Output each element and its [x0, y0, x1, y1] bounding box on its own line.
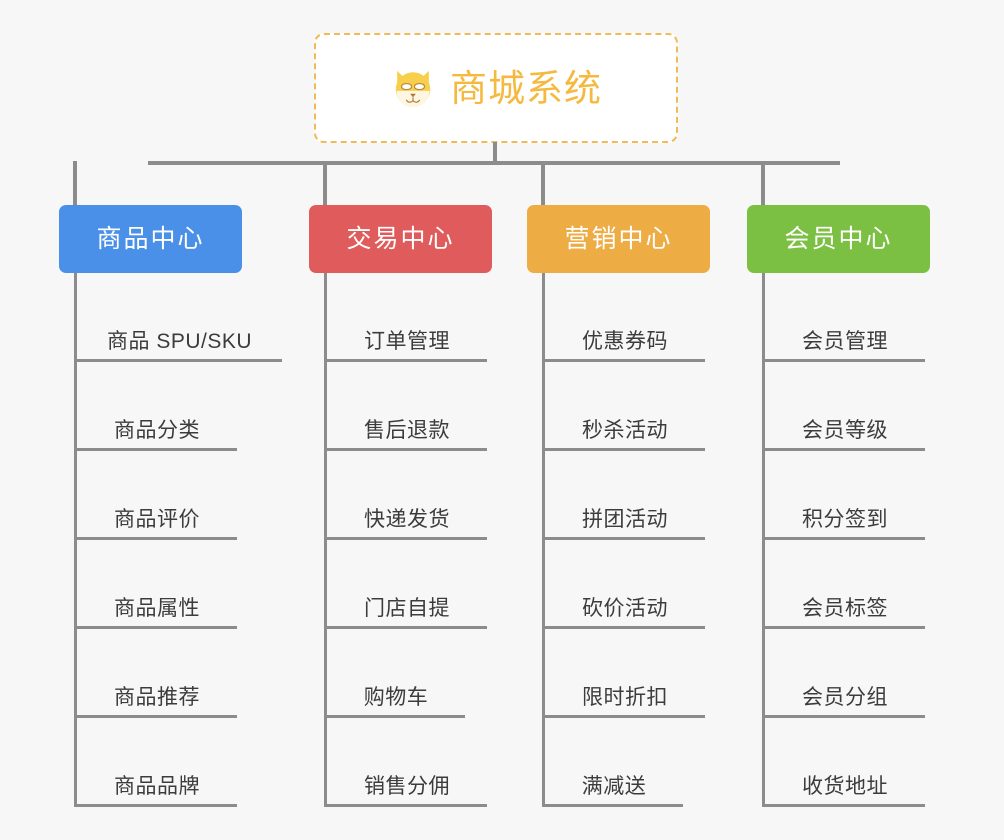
leaf-item[interactable]: 购物车 [327, 629, 465, 718]
leaf-item[interactable]: 售后退款 [327, 362, 487, 451]
connector-root-stem [493, 142, 497, 165]
leaf-item[interactable]: 商品推荐 [77, 629, 237, 718]
branch-trunk [74, 273, 77, 807]
leaf-item[interactable]: 秒杀活动 [545, 362, 705, 451]
connector-horizontal-bus [148, 161, 840, 165]
leaf-item[interactable]: 会员等级 [765, 362, 925, 451]
branch-trunk [762, 273, 765, 807]
category-box-2[interactable]: 交易中心 [309, 205, 492, 273]
branch-column-4: 会员管理会员等级积分签到会员标签会员分组收货地址 [762, 273, 1004, 807]
leaf-item[interactable]: 满减送 [545, 718, 683, 807]
category-label: 交易中心 [346, 224, 455, 253]
leaf-item-label: 售后退款 [364, 418, 450, 442]
leaf-item-label: 商品属性 [114, 596, 200, 620]
connector-drop-4 [761, 161, 765, 207]
leaf-item-label: 商品 SPU/SKU [106, 329, 253, 353]
leaf-item[interactable]: 会员标签 [765, 540, 925, 629]
leaf-item-label: 收货地址 [802, 774, 888, 798]
branch-trunk [324, 273, 327, 807]
category-box-4[interactable]: 会员中心 [747, 205, 930, 273]
leaf-item-label: 满减送 [581, 774, 647, 798]
leaf-item[interactable]: 快递发货 [327, 451, 487, 540]
connector-drop-3 [541, 161, 545, 207]
leaf-item[interactable]: 会员分组 [765, 629, 925, 718]
branch-column-3: 优惠券码秒杀活动拼团活动砍价活动限时折扣满减送 [542, 273, 802, 807]
leaf-item[interactable]: 限时折扣 [545, 629, 705, 718]
leaf-item-label: 积分签到 [802, 507, 888, 531]
leaf-item-label: 购物车 [363, 685, 429, 709]
leaf-item-label: 会员标签 [802, 596, 888, 620]
leaf-item[interactable]: 商品品牌 [77, 718, 237, 807]
leaf-item-label: 会员等级 [802, 418, 888, 442]
leaf-item-label: 快递发货 [364, 507, 450, 531]
branch-column-2: 订单管理售后退款快递发货门店自提购物车销售分佣 [324, 273, 584, 807]
connector-drop-2 [323, 161, 327, 207]
leaf-item-label: 秒杀活动 [582, 418, 668, 442]
connector-drop-1 [73, 161, 77, 207]
leaf-item-label: 会员管理 [802, 329, 888, 353]
root-title: 商城系统 [450, 67, 602, 109]
leaf-item-label: 门店自提 [364, 596, 450, 620]
leaf-item[interactable]: 门店自提 [327, 540, 487, 629]
leaf-item-label: 订单管理 [364, 329, 450, 353]
branch-trunk [542, 273, 545, 807]
category-label: 商品中心 [96, 224, 205, 253]
dog-face-icon [395, 70, 431, 110]
branch-column-1: 商品 SPU/SKU 商品分类商品评价商品属性商品推荐商品品牌 [74, 273, 334, 807]
leaf-item[interactable]: 商品评价 [77, 451, 237, 540]
leaf-item[interactable]: 销售分佣 [327, 718, 487, 807]
leaf-item[interactable]: 积分签到 [765, 451, 925, 540]
leaf-item-label: 商品推荐 [114, 685, 200, 709]
leaf-item[interactable]: 收货地址 [765, 718, 925, 807]
leaf-item-label: 商品评价 [114, 507, 200, 531]
leaf-item[interactable]: 优惠券码 [545, 273, 705, 362]
root-node[interactable]: 商城系统 [314, 33, 678, 143]
leaf-item-label: 优惠券码 [582, 329, 668, 353]
leaf-item[interactable]: 商品 SPU/SKU [77, 273, 282, 362]
category-box-3[interactable]: 营销中心 [527, 205, 710, 273]
leaf-item-label: 销售分佣 [364, 774, 450, 798]
leaf-item-label: 拼团活动 [582, 507, 668, 531]
leaf-item-label: 会员分组 [802, 685, 888, 709]
leaf-item[interactable]: 拼团活动 [545, 451, 705, 540]
leaf-item[interactable]: 会员管理 [765, 273, 925, 362]
leaf-item[interactable]: 订单管理 [327, 273, 487, 362]
leaf-item-label: 限时折扣 [582, 685, 668, 709]
leaf-item[interactable]: 商品分类 [77, 362, 237, 451]
category-box-1[interactable]: 商品中心 [59, 205, 242, 273]
leaf-item-label: 商品品牌 [114, 774, 200, 798]
leaf-item[interactable]: 商品属性 [77, 540, 237, 629]
leaf-item-label: 商品分类 [114, 418, 200, 442]
leaf-item[interactable]: 砍价活动 [545, 540, 705, 629]
category-label: 会员中心 [784, 224, 893, 253]
category-label: 营销中心 [564, 224, 673, 253]
leaf-item-label: 砍价活动 [582, 596, 668, 620]
